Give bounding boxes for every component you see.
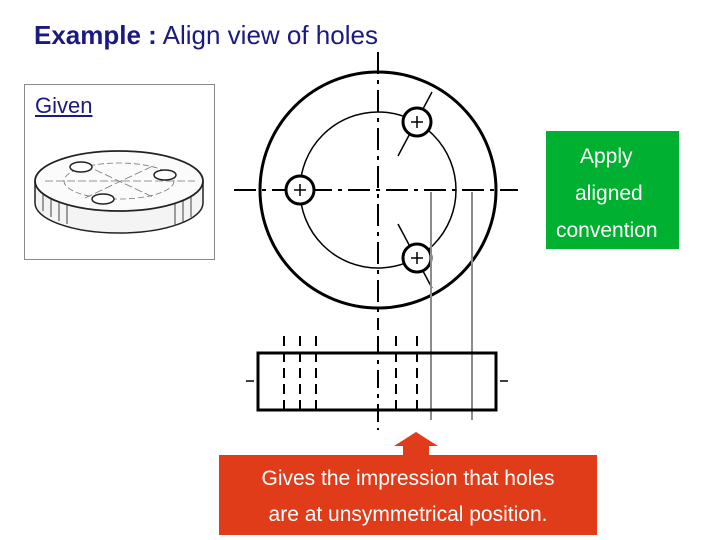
warning-line-1: Gives the impression that holes (261, 467, 555, 490)
aligned-convention-callout: Apply aligned convention (546, 131, 679, 249)
callout-line-2: aligned (575, 182, 643, 205)
title-prefix: Example : (34, 20, 157, 50)
callout-line-1: Apply (580, 145, 633, 168)
pointer-arrow (394, 432, 438, 456)
given-isometric-panel: Given (24, 84, 215, 260)
given-label: Given (35, 93, 93, 118)
warning-line-2: are at unsymmetrical position. (268, 503, 548, 526)
callout-line-3: convention (556, 219, 658, 242)
isometric-disc-sketch (34, 150, 204, 234)
title-text: Align view of holes (162, 20, 378, 50)
slide-title: Example : Align view of holes (34, 20, 378, 51)
unsymmetrical-warning-callout: Gives the impression that holes are at u… (219, 455, 597, 535)
